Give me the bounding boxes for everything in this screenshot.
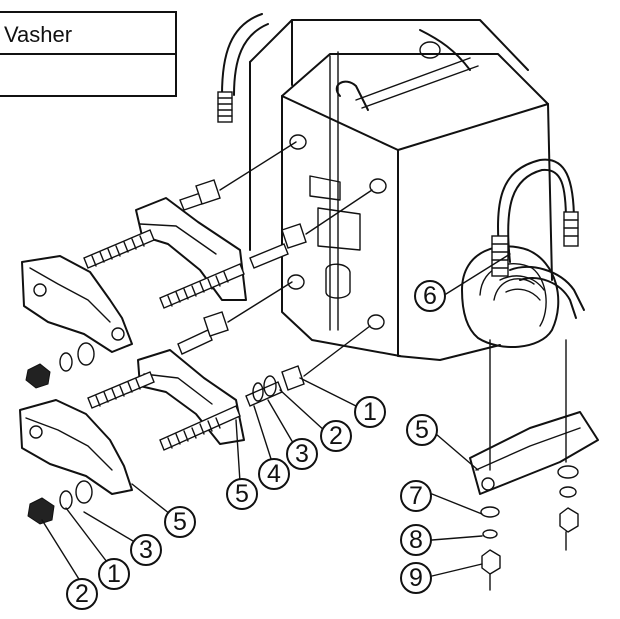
callout-label: 2: [329, 422, 343, 450]
left-nuts-washers: [25, 342, 95, 525]
right-lower-bracket: [469, 339, 599, 591]
parts-table-row-1: [0, 11, 177, 55]
callout-label: 3: [295, 440, 309, 468]
heater-housing: [249, 19, 553, 361]
wire-loop: [491, 158, 579, 277]
callout-c3b: 3: [130, 534, 162, 566]
callout-c9: 9: [400, 562, 432, 594]
callout-label: 5: [173, 508, 187, 536]
callout-c5a: 5: [226, 478, 258, 510]
callout-label: 1: [107, 560, 121, 588]
callout-c2b: 2: [66, 578, 98, 610]
callout-label: 5: [415, 416, 429, 444]
threaded-studs: [83, 229, 245, 451]
callout-c1a: 1: [354, 396, 386, 428]
callout-c2a: 2: [320, 420, 352, 452]
callout-label: 4: [267, 460, 281, 488]
callout-c5b: 5: [164, 506, 196, 538]
callout-label: 8: [409, 526, 423, 554]
callout-label: 2: [75, 580, 89, 608]
callout-c5c: 5: [406, 414, 438, 446]
callout-c4a: 4: [258, 458, 290, 490]
parts-table-row-1-text: Vasher: [4, 22, 72, 47]
callout-label: 5: [235, 480, 249, 508]
callout-c7: 7: [400, 480, 432, 512]
callout-c3a: 3: [286, 438, 318, 470]
parts-table: Vasher: [0, 11, 177, 97]
callout-c8: 8: [400, 524, 432, 556]
callout-label: 9: [409, 564, 423, 592]
callout-label: 6: [423, 282, 437, 310]
callout-c1b: 1: [98, 558, 130, 590]
leader-lines: [41, 253, 511, 585]
callout-label: 7: [409, 482, 423, 510]
housing-bolts: [177, 141, 373, 407]
upper-mounting-bracket: [21, 197, 247, 353]
fuel-line-tube: [217, 13, 269, 123]
outlet-duct-hose: [461, 245, 585, 348]
callout-label: 3: [139, 536, 153, 564]
parts-table-row-2: [0, 53, 177, 97]
lower-mounting-bracket: [19, 349, 245, 495]
callout-label: 1: [363, 398, 377, 426]
callout-c6: 6: [414, 280, 446, 312]
